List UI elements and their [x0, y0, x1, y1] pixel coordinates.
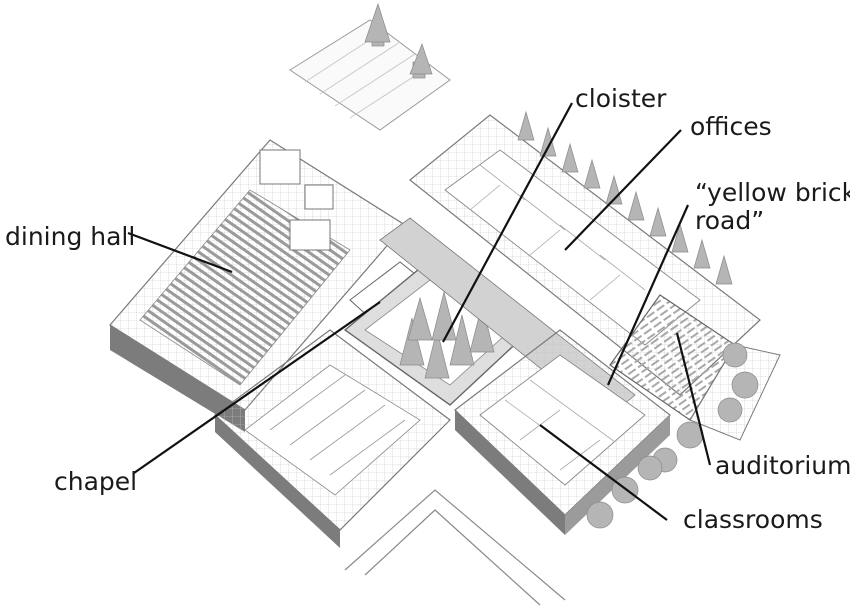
chapel-wing [214, 261, 451, 548]
label-chapel: chapel [54, 467, 137, 496]
label-classrooms: classrooms [683, 505, 823, 534]
leader-cloister [442, 102, 573, 343]
leader-chapel [133, 301, 381, 474]
parking-lot [289, 2, 451, 131]
leader-classrooms [539, 424, 668, 521]
leader-dining-hall [127, 231, 233, 274]
label-dining-hall: dining hall [5, 222, 135, 251]
classrooms-wing [454, 329, 671, 535]
cloister-courtyard [343, 259, 527, 406]
label-cloister: cloister [575, 84, 667, 113]
leader-auditorium [675, 332, 712, 466]
label-auditorium: auditorium [715, 451, 850, 480]
callout-labels: dining hall chapel cloister offices “yel… [5, 84, 850, 534]
label-yellow-brick-road-line2: road” [695, 206, 764, 235]
leader-yellow-brick-road [606, 204, 690, 386]
leader-offices [564, 129, 682, 251]
leader-lines [127, 102, 712, 521]
building-drawing [109, 2, 781, 606]
auditorium-block [609, 294, 781, 473]
label-offices: offices [690, 112, 772, 141]
label-yellow-brick-road-line1: “yellow brick [695, 178, 850, 207]
ground-lines [344, 489, 566, 606]
